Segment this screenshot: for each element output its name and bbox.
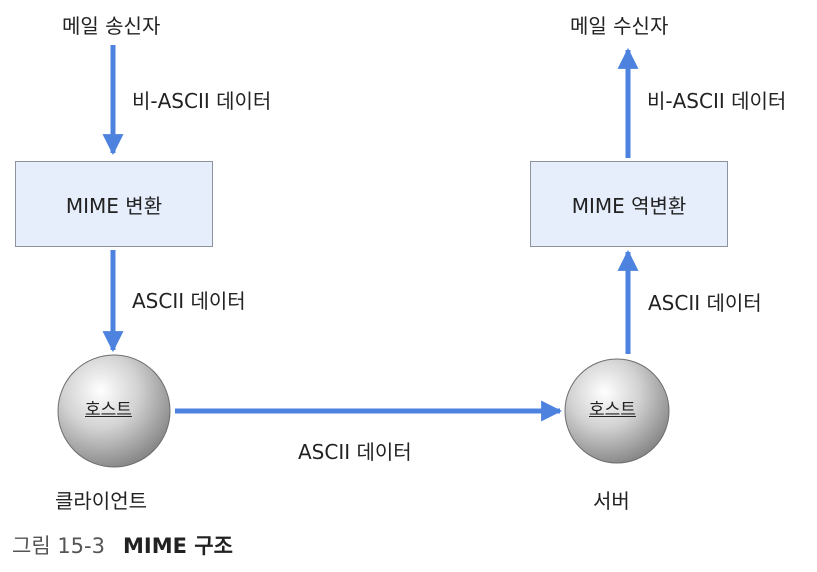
edge-label-server-to-reverse: ASCII 데이터 xyxy=(648,291,762,315)
mime-convert-box: MIME 변환 xyxy=(15,161,213,247)
edge-label-reverse-to-receiver: 비-ASCII 데이터 xyxy=(647,89,787,113)
edge-label-convert-to-client: ASCII 데이터 xyxy=(132,289,246,313)
receiver-label: 메일 수신자 xyxy=(570,14,669,38)
server-caption: 서버 xyxy=(593,489,630,513)
edge-label-sender-to-convert: 비-ASCII 데이터 xyxy=(132,89,272,113)
server-host-sphere xyxy=(564,358,670,464)
client-host-sphere xyxy=(57,354,171,468)
figure-title: MIME 구조 xyxy=(122,534,233,558)
edge-label-client-to-server: ASCII 데이터 xyxy=(298,440,412,464)
figure-caption: 그림 15-3 MIME 구조 xyxy=(12,536,233,557)
mime-reverse-box: MIME 역변환 xyxy=(530,161,728,247)
sender-label: 메일 송신자 xyxy=(62,14,161,38)
figure-number: 그림 15-3 xyxy=(12,534,105,558)
client-caption: 클라이언트 xyxy=(55,489,147,513)
client-host-label: 호스트 xyxy=(85,400,132,420)
server-host-label: 호스트 xyxy=(589,400,636,420)
